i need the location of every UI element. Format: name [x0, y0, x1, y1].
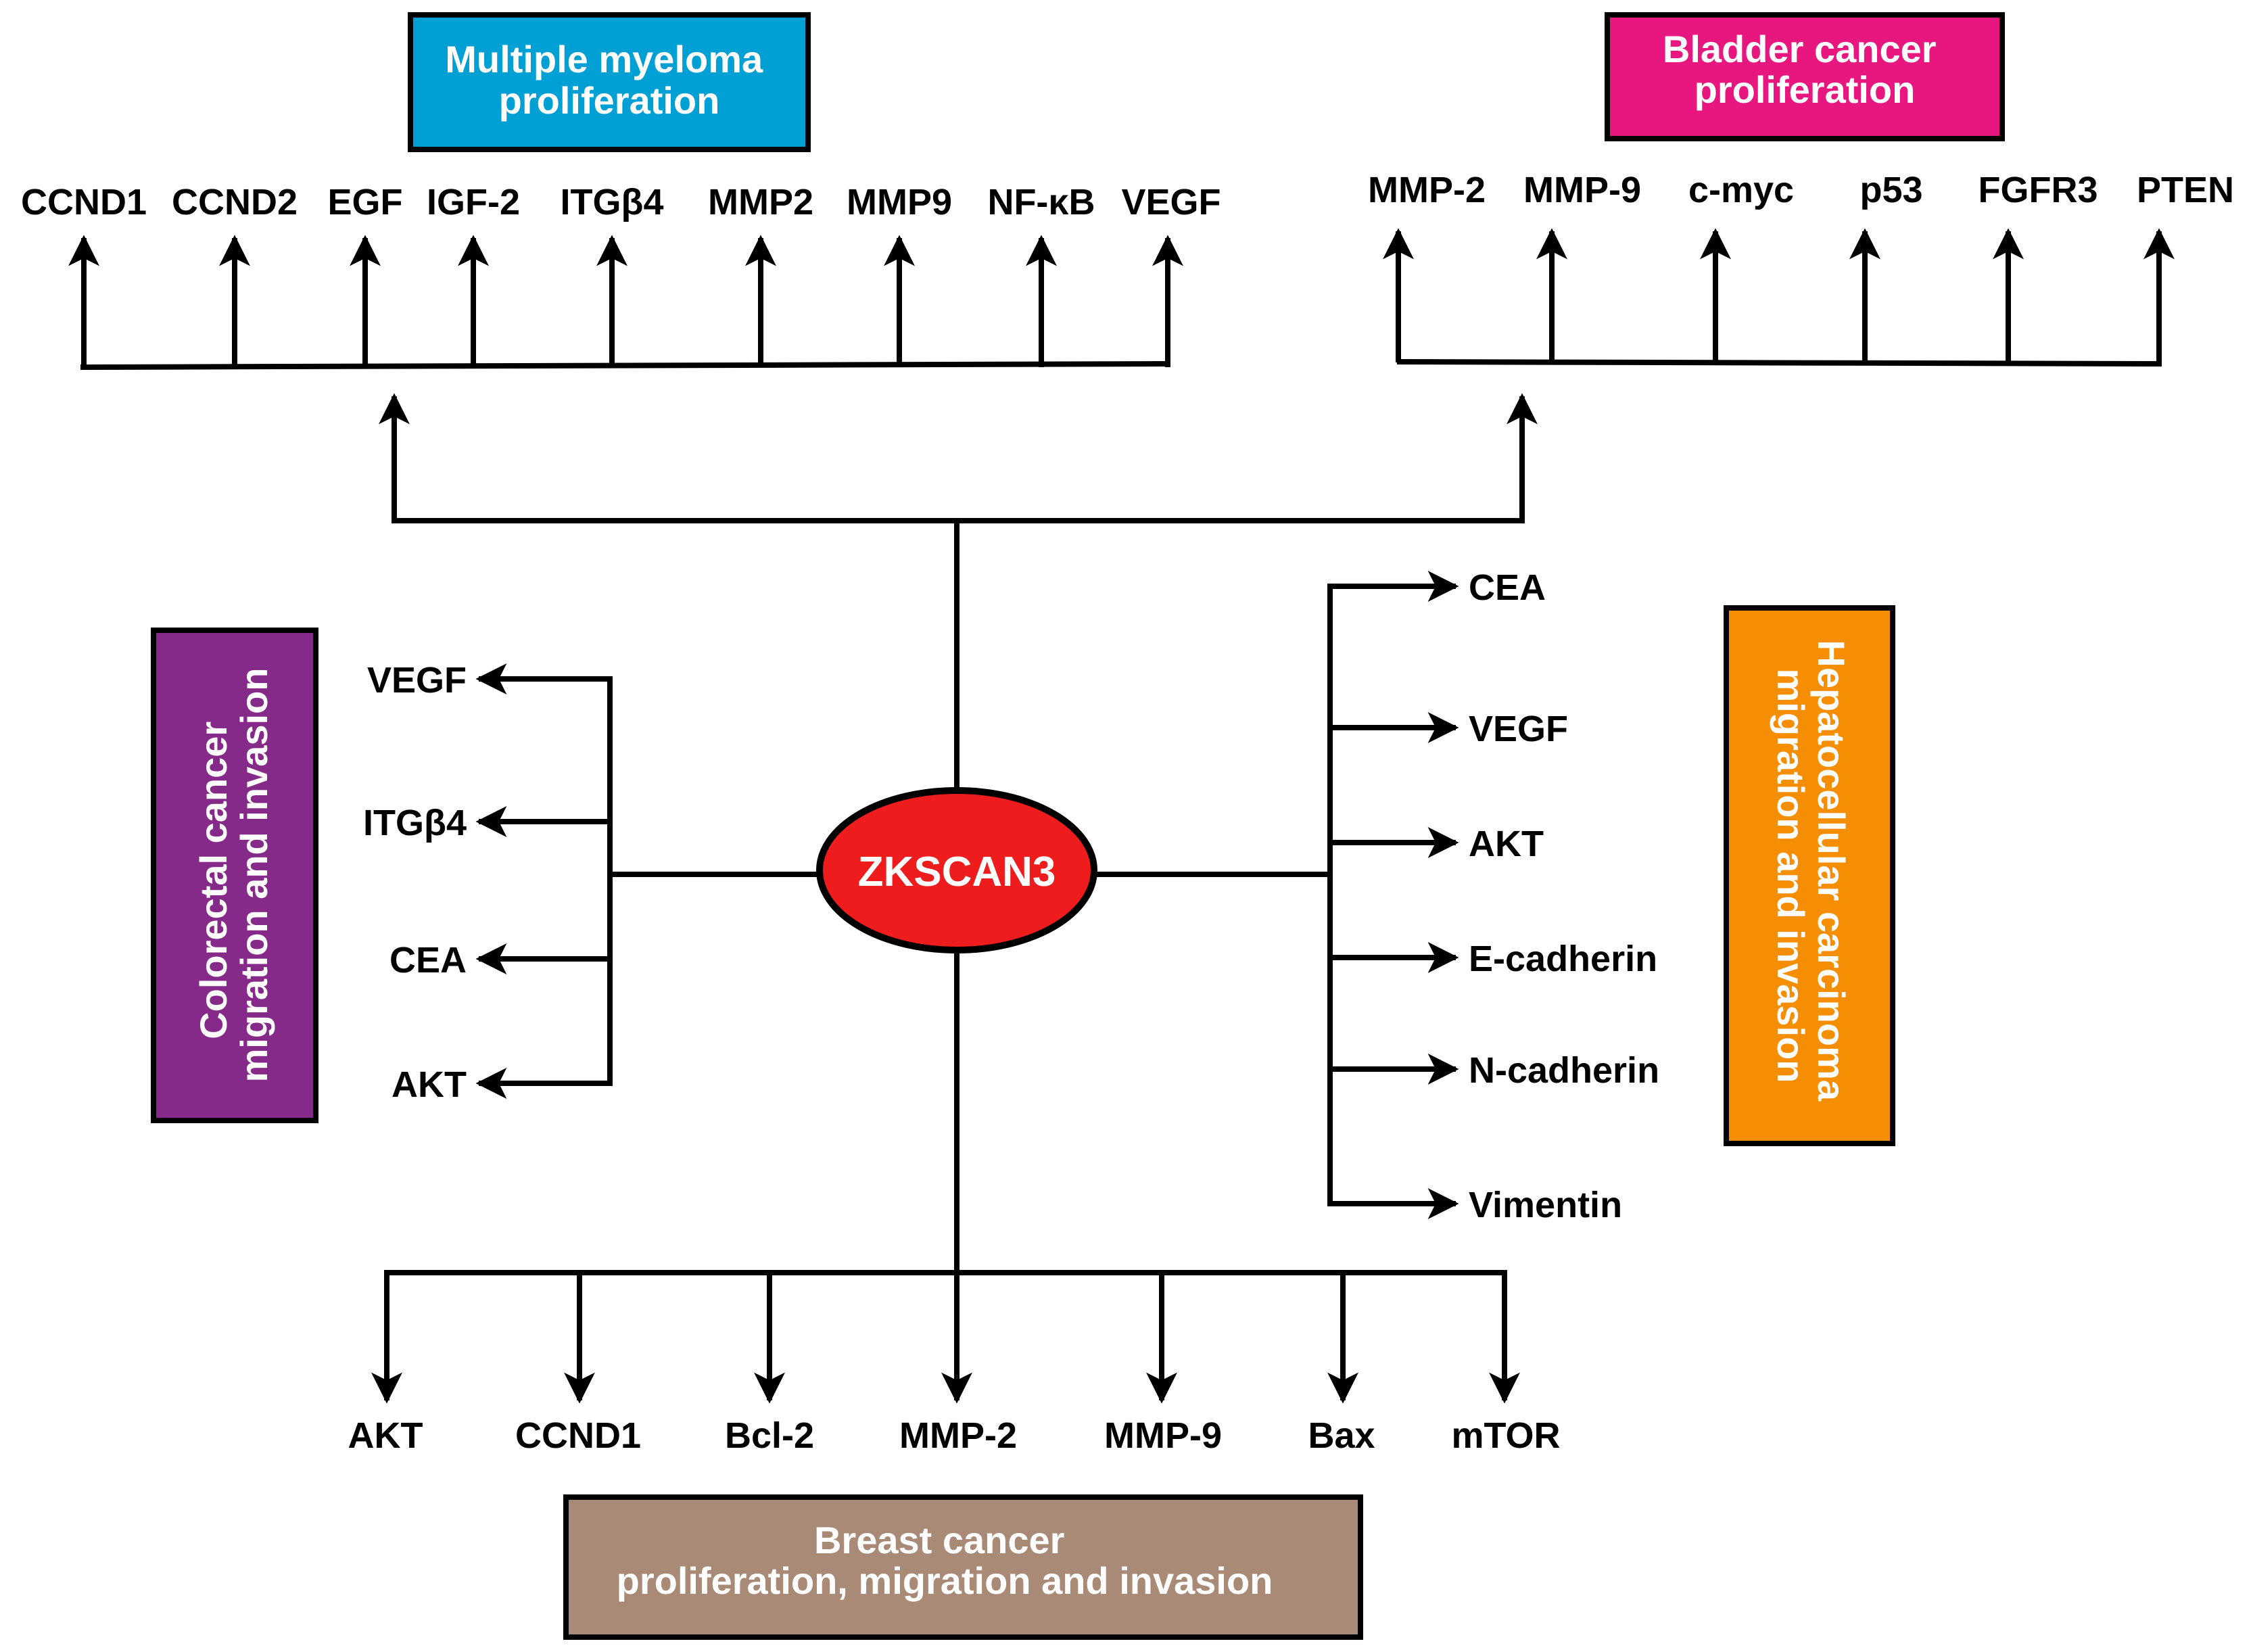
zkscan3-ellipse — [816, 787, 1097, 953]
target-label-akt-right: AKT — [1469, 824, 1544, 864]
hepatocellular-title: Hepatocellular carcinoma migration and i… — [1770, 640, 1853, 1111]
target-label-cea-left: CEA — [389, 940, 467, 981]
target-label-ccnd1: CCND1 — [21, 182, 147, 222]
target-label-cea-right: CEA — [1469, 567, 1546, 608]
colorectal-title-box — [151, 628, 318, 1123]
target-label-ccnd1-bottom: CCND1 — [515, 1415, 641, 1456]
target-label-vimentin: Vimentin — [1469, 1185, 1622, 1225]
target-label-vegf-left: VEGF — [367, 660, 467, 701]
target-label-nfkb: NF-κB — [987, 182, 1095, 222]
myeloma-target-arrows — [68, 235, 1183, 367]
colorectal-target-arrows — [475, 663, 613, 1099]
bladder-title-box — [1605, 12, 2005, 141]
zkscan3-label: ZKSCAN3 — [858, 849, 1056, 895]
target-label-mmp-2-bottom: MMP-2 — [899, 1415, 1017, 1456]
target-label-mmp-2-bladder: MMP-2 — [1368, 170, 1486, 210]
myeloma-title-line-2: proliferation — [499, 79, 720, 122]
hepatocellular-title-line-1: Hepatocellular carcinoma — [1810, 640, 1853, 1101]
colorectal-title-line-2: migration and invasion — [233, 668, 275, 1083]
myeloma-group: Multiple myeloma proliferation CCND1 CCN… — [21, 12, 1221, 370]
colorectal-group: Colorectal cancer migration and invasion… — [151, 628, 613, 1123]
breast-title: Breast cancer proliferation, migration a… — [617, 1519, 1273, 1602]
breast-title-line-1: Breast cancer — [814, 1519, 1064, 1561]
hepatocellular-title-line-2: migration and invasion — [1770, 669, 1812, 1083]
breast-title-box — [563, 1494, 1363, 1640]
target-label-mmp2: MMP2 — [708, 182, 813, 222]
breast-title-line-2: proliferation, migration and invasion — [617, 1559, 1273, 1602]
target-label-vegf-right: VEGF — [1469, 709, 1568, 749]
target-label-bcl-2: Bcl-2 — [725, 1415, 814, 1456]
hepatocellular-target-arrows — [1327, 571, 1459, 1219]
bladder-group: Bladder cancer proliferation MMP-2 MMP-9… — [1368, 12, 2234, 367]
myeloma-bus-line — [80, 361, 1170, 370]
zkscan3-node: ZKSCAN3 — [816, 787, 1097, 953]
bladder-title-line-1: Bladder cancer — [1663, 28, 1937, 70]
hepatocellular-group: Hepatocellular carcinoma migration and i… — [1327, 567, 1895, 1225]
target-label-ccnd2: CCND2 — [172, 182, 298, 222]
colorectal-target-labels: VEGF ITGβ4 CEA AKT — [363, 660, 467, 1105]
target-label-pten: PTEN — [2137, 170, 2234, 210]
bladder-target-labels: MMP-2 MMP-9 c-myc p53 FGFR3 PTEN — [1368, 170, 2234, 210]
target-label-p53: p53 — [1859, 170, 1922, 210]
bladder-bus-line — [1396, 359, 2162, 367]
target-label-itgb4: ITGβ4 — [561, 182, 664, 222]
target-label-vegf-top: VEGF — [1121, 182, 1221, 222]
target-label-akt-left: AKT — [392, 1064, 467, 1105]
bladder-title-line-2: proliferation — [1695, 68, 1916, 111]
breast-target-arrows — [371, 1273, 1520, 1404]
myeloma-target-labels: CCND1 CCND2 EGF IGF-2 ITGβ4 MMP2 MMP9 NF… — [21, 182, 1221, 222]
breast-group: AKT CCND1 Bcl-2 MMP-2 MMP-9 Bax mTOR Bre… — [348, 1270, 1561, 1640]
myeloma-title-line-1: Multiple myeloma — [445, 38, 763, 80]
target-label-mmp-9-bottom: MMP-9 — [1104, 1415, 1222, 1456]
target-label-mmp-9-bladder: MMP-9 — [1523, 170, 1641, 210]
target-label-n-cadherin: N-cadherin — [1469, 1050, 1659, 1091]
target-label-bax: Bax — [1308, 1415, 1375, 1456]
colorectal-title: Colorectal cancer migration and invasion — [192, 668, 275, 1083]
bladder-title: Bladder cancer proliferation — [1663, 28, 1947, 111]
hepatocellular-target-labels: CEA VEGF AKT E-cadherin N-cadherin Vimen… — [1469, 567, 1659, 1225]
breast-target-labels: AKT CCND1 Bcl-2 MMP-2 MMP-9 Bax mTOR — [348, 1415, 1561, 1456]
bladder-target-arrows — [1383, 228, 2175, 362]
target-label-mmp9: MMP9 — [847, 182, 952, 222]
colorectal-title-line-1: Colorectal cancer — [192, 722, 235, 1039]
target-label-e-cadherin: E-cadherin — [1469, 939, 1657, 979]
target-label-itgb4-left: ITGβ4 — [363, 803, 467, 843]
myeloma-title-box — [408, 12, 811, 152]
target-label-igf2: IGF-2 — [427, 182, 520, 222]
center-connectors — [379, 393, 1538, 1273]
hepatocellular-title-box — [1724, 605, 1895, 1146]
myeloma-title: Multiple myeloma proliferation — [445, 38, 773, 122]
target-label-egf: EGF — [327, 182, 402, 222]
target-label-fgfr3: FGFR3 — [1978, 170, 2098, 210]
target-label-mtor: mTOR — [1451, 1415, 1560, 1456]
target-label-akt-bottom: AKT — [348, 1415, 423, 1456]
target-label-c-myc: c-myc — [1688, 170, 1794, 210]
